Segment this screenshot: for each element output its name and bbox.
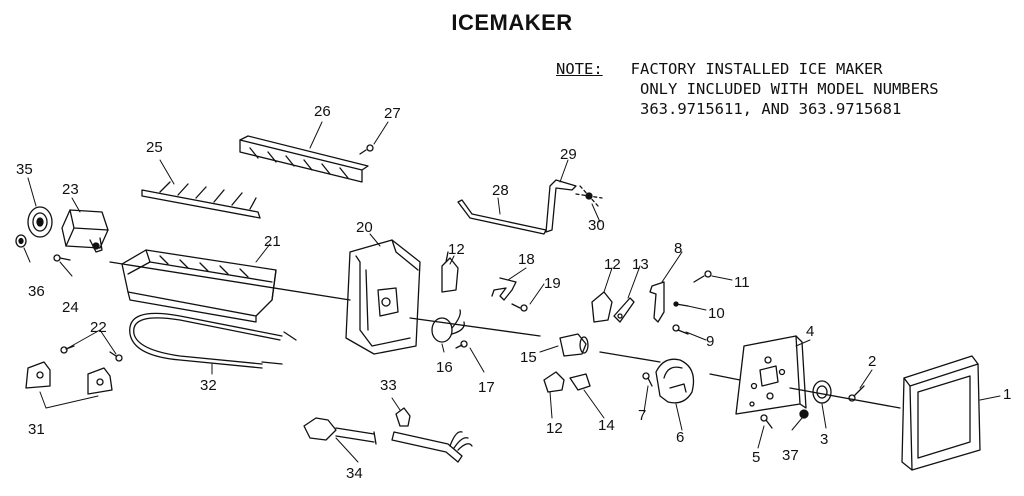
- callout-24: 24: [62, 299, 79, 316]
- part-20-housing: [346, 240, 420, 354]
- part-32-water-line: [130, 313, 296, 368]
- callout-34: 34: [346, 465, 363, 482]
- callout-5: 5: [752, 449, 760, 466]
- note-line-1: FACTORY INSTALLED ICE MAKER: [630, 60, 883, 78]
- part-28-shutoff-arm: [458, 200, 546, 234]
- callout-3: 3: [820, 431, 828, 448]
- part-21-mold: [122, 250, 276, 322]
- part-29-bracket: [546, 180, 576, 232]
- callout-20: 20: [356, 219, 373, 236]
- callout-15: 15: [520, 349, 537, 366]
- part-37-nut: [800, 410, 808, 418]
- note-label: NOTE:: [556, 60, 603, 78]
- part-23-fill-cup: [62, 210, 108, 252]
- callout-12b: 12: [604, 256, 621, 273]
- callout-31: 31: [28, 421, 45, 438]
- part-17-screw: [456, 341, 467, 348]
- callout-35: 35: [16, 161, 33, 178]
- part-35-bushing: [28, 207, 52, 237]
- assembly-axis-line: [110, 262, 900, 408]
- part-1-cover: [902, 356, 980, 470]
- part-3-knob: [813, 381, 831, 403]
- callout-30: 30: [588, 217, 605, 234]
- part-26-stripper: [240, 136, 368, 182]
- part-13-spring: [614, 298, 634, 322]
- part-30-nut: [576, 186, 602, 206]
- part-4-mounting-plate: [736, 336, 806, 414]
- note-line-2: ONLY INCLUDED WITH MODEL NUMBERS: [640, 80, 939, 98]
- part-18-lever: [492, 278, 516, 300]
- callout-4: 4: [806, 323, 814, 340]
- callout-16: 16: [436, 359, 453, 376]
- part-31-brackets: [26, 362, 112, 394]
- callout-21: 21: [264, 233, 281, 250]
- part-25-ejector: [142, 182, 260, 218]
- callout-11: 11: [734, 274, 750, 291]
- callout-2: 2: [868, 353, 876, 370]
- callout-32: 32: [200, 377, 217, 394]
- callout-23: 23: [62, 181, 79, 198]
- callout-8: 8: [674, 240, 682, 257]
- diagram-title: ICEMAKER: [451, 10, 573, 35]
- callout-25: 25: [146, 139, 163, 156]
- part-19-screw: [512, 304, 527, 311]
- part-5-screw: [761, 415, 772, 428]
- part-8-bracket: [650, 282, 664, 322]
- callout-17: 17: [478, 379, 495, 396]
- leader-lines: [24, 122, 1000, 462]
- callout-10: 10: [708, 305, 725, 322]
- part-12-switch-b: [592, 292, 612, 322]
- part-15-valve: [560, 334, 588, 356]
- callout-9: 9: [706, 333, 714, 350]
- callout-18: 18: [518, 251, 535, 268]
- callout-1: 1: [1003, 386, 1011, 403]
- callout-14: 14: [598, 417, 615, 434]
- part-9-screw: [673, 325, 688, 334]
- part-33-clip: [396, 408, 410, 426]
- part-16-thermostat: [432, 310, 464, 342]
- callout-27: 27: [384, 105, 401, 122]
- callout-19: 19: [544, 275, 561, 292]
- part-12-switch-c: [544, 372, 564, 392]
- part-22-screws: [61, 346, 122, 361]
- part-10-clip: [674, 302, 688, 306]
- callout-37: 37: [782, 447, 799, 464]
- callout-13: 13: [632, 256, 649, 273]
- part-27-screw: [360, 145, 373, 154]
- part-2-screw: [849, 386, 864, 401]
- note-line-3: 363.9715611, AND 363.9715681: [640, 100, 902, 118]
- note-block: NOTE: FACTORY INSTALLED ICE MAKER ONLY I…: [556, 59, 939, 119]
- callout-labels: 1 2 3 4 5 6 7 8 9 10 11 12 12 12 13 14 1…: [16, 103, 1011, 482]
- callout-12c: 12: [546, 420, 563, 437]
- part-24-screw: [54, 255, 70, 261]
- part-14-clip: [570, 374, 590, 390]
- callout-26: 26: [314, 103, 331, 120]
- part-34-power-cord: [304, 418, 376, 444]
- callout-29: 29: [560, 146, 577, 163]
- callout-36: 36: [28, 283, 45, 300]
- part-12-switch-a: [442, 252, 458, 292]
- part-36-washer: [16, 235, 26, 247]
- callout-7: 7: [638, 407, 646, 424]
- callout-6: 6: [676, 429, 684, 446]
- callout-28: 28: [492, 182, 509, 199]
- part-wire-harness: [392, 432, 472, 462]
- callout-22: 22: [90, 319, 107, 336]
- callout-33: 33: [380, 377, 397, 394]
- part-6-motor: [656, 359, 694, 403]
- callout-12a: 12: [448, 241, 465, 258]
- part-7-screw: [643, 373, 652, 386]
- part-11-screw: [694, 271, 711, 282]
